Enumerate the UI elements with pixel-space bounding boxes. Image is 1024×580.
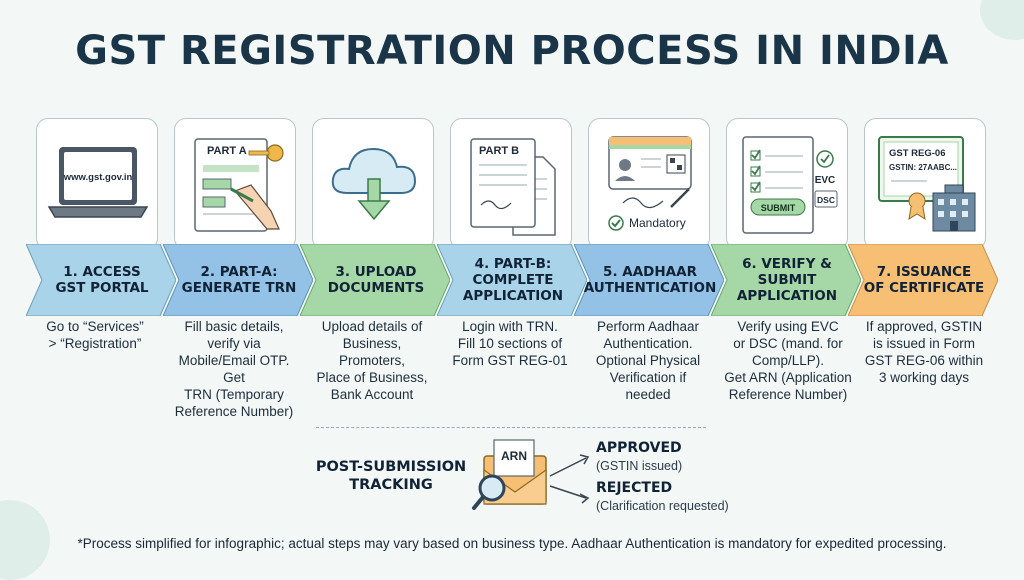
envelope-magnifier-icon: ARN (472, 439, 590, 510)
id-card-icon: Mandatory (608, 136, 692, 231)
step-card-3 (312, 118, 434, 250)
tracking-divider (316, 427, 706, 428)
page-title: GST REGISTRATION PROCESS IN INDIA (75, 28, 949, 74)
checklist-icon: SUBMIT EVC DSC (742, 136, 838, 234)
part-b-label: PART B (479, 145, 519, 157)
step-card-7: GST REG-06 GSTIN: 27AABC... (864, 118, 986, 250)
dsc-label: DSC (817, 195, 835, 205)
step-card-5: Mandatory (588, 118, 710, 250)
step-chevron-7 (848, 244, 998, 316)
step-chevron-2 (163, 244, 313, 316)
laptop-icon: www.gst.gov.in (47, 147, 149, 218)
mandatory-label: Mandatory (629, 216, 686, 230)
step-chevron-6 (711, 244, 861, 316)
rejected-note: (Clarification requested) (596, 499, 729, 513)
form-key-icon: PART A (194, 138, 284, 232)
step-chevron-5 (574, 244, 724, 316)
evc-label: EVC (815, 175, 836, 186)
step-card-1: www.gst.gov.in (36, 118, 158, 250)
rejected-label: REJECTED (596, 480, 673, 496)
step-card-4: PART B (450, 118, 572, 250)
step-chevron-3 (300, 244, 450, 316)
footnote: *Process simplified for infographic; act… (77, 536, 947, 551)
step-desc-1: Go to “Services”> “Registration” (46, 319, 144, 351)
step-card-6: SUBMIT EVC DSC (726, 118, 848, 250)
part-a-label: PART A (207, 145, 247, 157)
approved-label: APPROVED (596, 440, 682, 456)
certificate-icon: GST REG-06 GSTIN: 27AABC... (878, 136, 976, 232)
laptop-url: www.gst.gov.in (63, 172, 133, 183)
cert-form-label: GST REG-06 (889, 148, 946, 159)
arn-label: ARN (501, 449, 527, 463)
documents-icon: PART B (470, 138, 556, 236)
approved-note: (GSTIN issued) (596, 459, 683, 473)
step-chevron-4 (437, 244, 587, 316)
step-chevron-1 (26, 244, 176, 316)
cert-gstin-label: GSTIN: 27AABC... (889, 163, 957, 172)
step-label-2: 2. PART-A:GENERATE TRN (181, 264, 297, 296)
step-card-2: PART A (174, 118, 296, 250)
cloud-upload-icon (331, 147, 417, 221)
submit-icon-label: SUBMIT (761, 203, 796, 213)
